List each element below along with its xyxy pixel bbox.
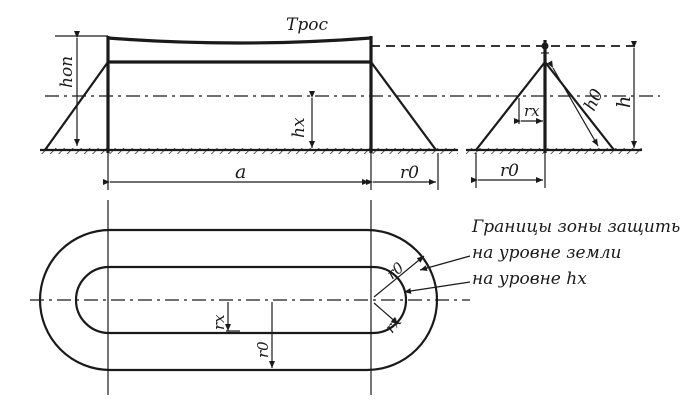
legend-hx-level: на уровне hx <box>472 269 587 289</box>
rx-label-end: rx <box>524 102 540 120</box>
h0-dimension <box>546 60 599 147</box>
h-label: h <box>613 96 635 108</box>
h0-label: h0 <box>580 86 607 114</box>
legend-title: Границы зоны защиты: <box>471 217 680 237</box>
elevation-view-end: rx h0 h r0 <box>466 40 642 188</box>
r0-radial-dimension <box>373 255 425 298</box>
cable-label: Трос <box>286 15 328 35</box>
r0-radial-label: r0 <box>383 258 408 283</box>
zone-end-left <box>475 61 546 151</box>
elevation-view-side: hоп hx a r0 Трос <box>40 15 660 190</box>
cable-point <box>541 42 549 50</box>
hop-label: hоп <box>57 56 77 88</box>
r0-plan-label: r0 <box>254 341 272 358</box>
r0-label-top: r0 <box>400 163 419 183</box>
rx-radial-dimension <box>373 302 399 325</box>
plan-view: rx r0 r0 rx Границы зоны защиты: на уров… <box>30 200 680 395</box>
rx-plan-label: rx <box>210 314 228 330</box>
zone-slope-right <box>370 61 437 151</box>
cable <box>107 36 372 45</box>
leader-ground-level <box>419 255 471 272</box>
hx-label-left: hx <box>289 117 309 138</box>
legend-ground-level: на уровне земли <box>472 243 621 263</box>
leader-hx-level <box>403 281 471 294</box>
r0-label-end: r0 <box>500 161 519 181</box>
a-label: a <box>235 161 246 183</box>
